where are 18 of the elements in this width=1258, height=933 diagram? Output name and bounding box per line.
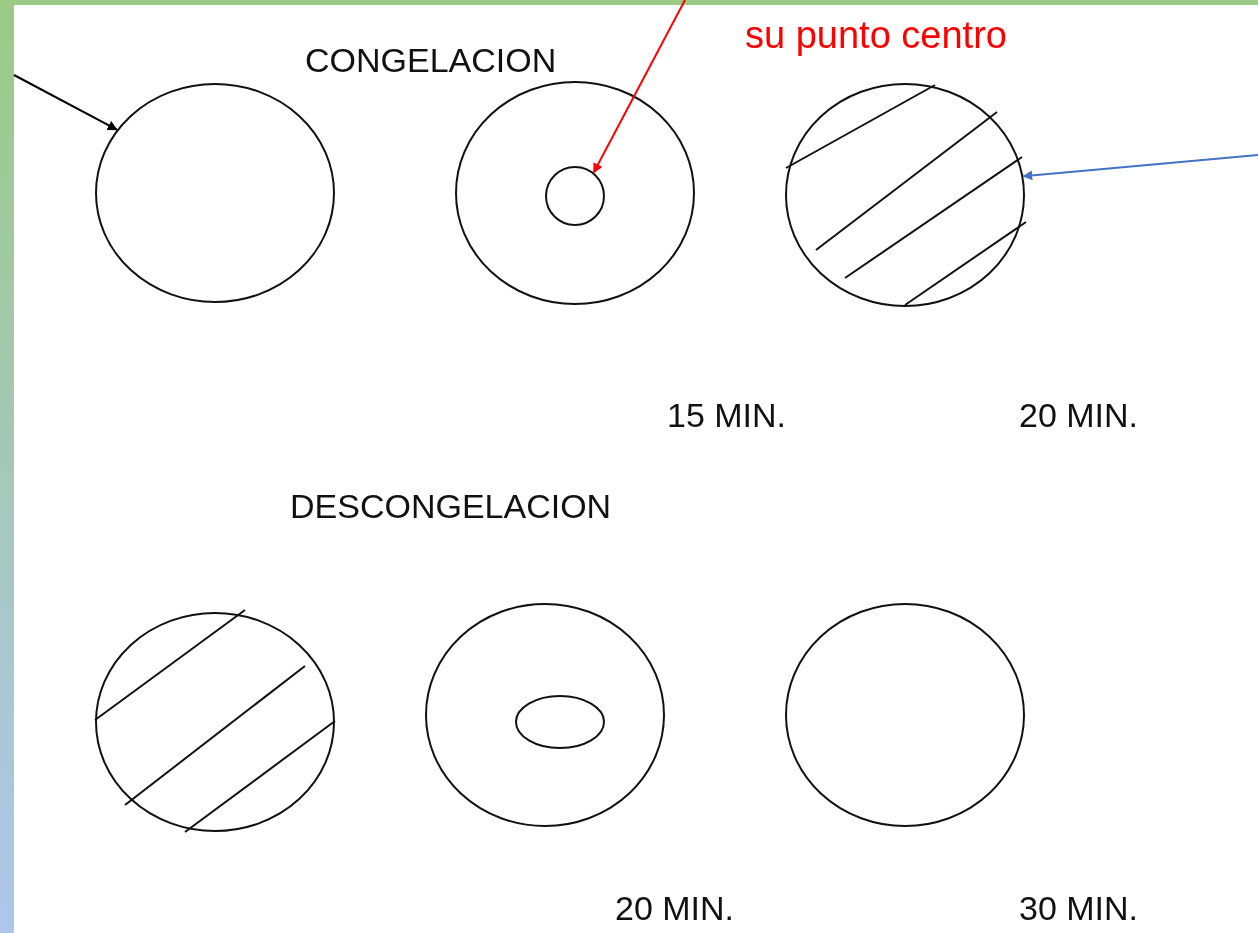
- time-label: 30 MIN.: [1019, 891, 1139, 925]
- section-heading: DESCONGELACION: [290, 489, 612, 523]
- section-heading: CONGELACION: [305, 43, 557, 77]
- ring-circle: [455, 81, 695, 305]
- inner-ellipse: [515, 695, 605, 749]
- annotation-text: su punto centro: [745, 16, 1007, 54]
- ring-circle: [425, 603, 665, 827]
- hatched-circle: [785, 83, 1025, 307]
- empty-circle: [785, 603, 1025, 827]
- arrow: [1022, 154, 1258, 181]
- empty-circle: [95, 83, 335, 303]
- hatched-circle: [95, 612, 335, 832]
- arrow: [13, 74, 118, 131]
- time-label: 20 MIN.: [615, 891, 735, 925]
- time-label: 15 MIN.: [667, 398, 787, 432]
- arrow: [592, 0, 686, 174]
- time-label: 20 MIN.: [1019, 398, 1139, 432]
- inner-circle: [545, 166, 605, 226]
